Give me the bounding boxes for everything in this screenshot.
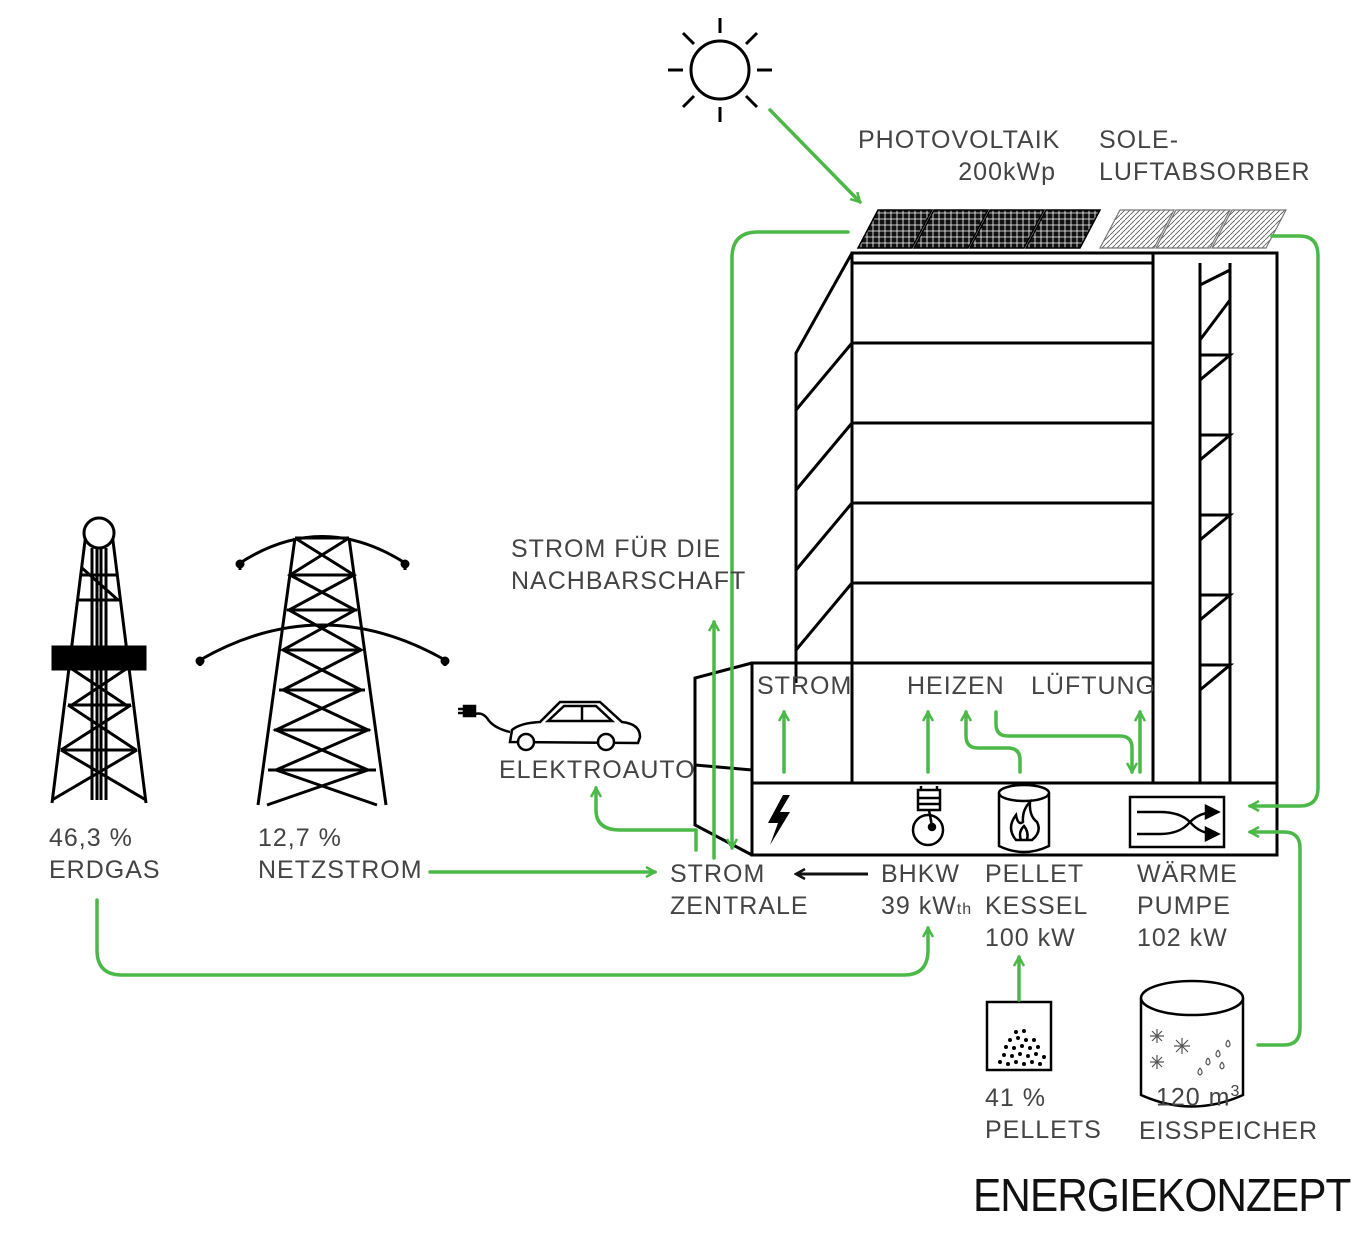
flow-pellet-to-heizen: [966, 712, 1022, 774]
absorber-panel-icon: [1099, 209, 1287, 249]
eisspeicher-volume-label: 120 m3: [1156, 1083, 1241, 1112]
lueftung-label: LÜFTUNG: [1031, 672, 1157, 700]
stromzentrale-label: STROM ZENTRALE: [670, 860, 809, 920]
energy-flows: [95, 108, 1320, 1047]
gas-derrick-icon: [50, 516, 148, 804]
power-pylon-icon: [195, 535, 450, 807]
pellet-boiler-flame-icon: [997, 783, 1051, 854]
page-title: ENERGIEKONZEPT: [973, 1169, 1351, 1221]
nachbarschaft-label: STROM FÜR DIE NACHBARSCHAFT: [511, 535, 747, 595]
heizen-label: HEIZEN: [907, 672, 1005, 700]
heat-exchanger-icon: [1128, 795, 1226, 849]
pellets-label: 41 % PELLETS: [985, 1084, 1102, 1144]
waermepumpe-label: WÄRME PUMPE 102 kW: [1137, 860, 1238, 952]
ice-storage-tank-icon: [1139, 979, 1245, 1108]
sun-icon: [668, 18, 772, 122]
flow-eisspeicher-to-waermepumpe: [1250, 832, 1302, 1047]
photovoltaik-label: PHOTOVOLTAIK 200kWp: [858, 126, 1061, 186]
erdgas-label: 46,3 % ERDGAS: [49, 824, 161, 884]
bhkw-label: BHKW 39 kWth: [881, 860, 973, 920]
pellet-silo-icon: [985, 1000, 1053, 1072]
eisspeicher-label: EISSPEICHER: [1139, 1117, 1319, 1145]
electric-car-icon: [458, 700, 642, 752]
strom-label: STROM: [757, 672, 853, 700]
flow-erdgas-to-bhkw: [95, 898, 928, 977]
lightning-icon: [768, 795, 790, 845]
flow-to-elektroauto: [596, 788, 698, 852]
solar-panel-icon: [856, 209, 1102, 249]
pellet-kessel-label: PELLET KESSEL 100 kW: [985, 860, 1089, 952]
building: [693, 251, 1279, 857]
sole-luftabsorber-label: SOLE- LUFTABSORBER: [1099, 126, 1311, 186]
chp-engine-icon: [911, 786, 945, 847]
flow-pv-to-stromzentrale: [732, 230, 850, 848]
flow-to-lueftung: [994, 710, 1132, 772]
flow-sun-to-pv: [768, 108, 860, 202]
flow-absorber-to-waermepumpe: [1250, 234, 1320, 806]
netzstrom-label: 12,7 % NETZSTROM: [258, 824, 423, 884]
elektroauto-label: ELEKTROAUTO: [499, 756, 696, 784]
